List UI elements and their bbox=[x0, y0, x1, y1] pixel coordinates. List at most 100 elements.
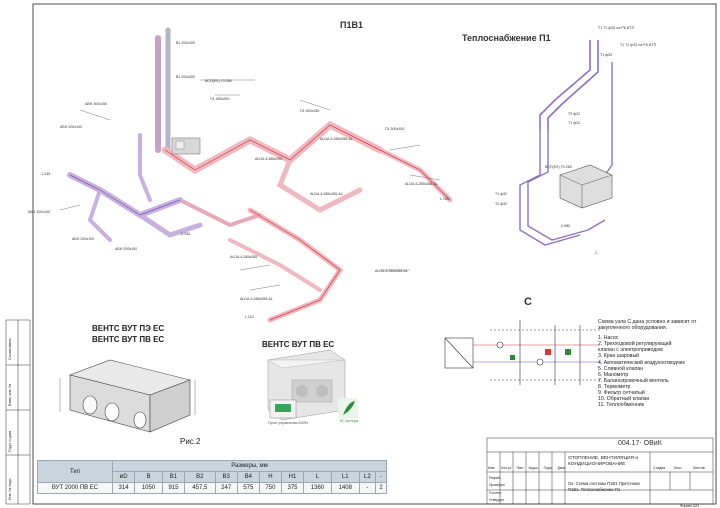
heat-supply-title: Теплоснабжение П1 bbox=[462, 33, 551, 43]
legend-item: 11. Теплообменник bbox=[598, 402, 644, 409]
supply-duct-branch-4 bbox=[228, 238, 322, 292]
svg-text:Т1 ф32: Т1 ф32 bbox=[600, 53, 612, 57]
eco-label: EC-моторы bbox=[340, 419, 359, 423]
stamp-col-sheet: Лист bbox=[674, 466, 682, 470]
stamp-role: Утвердил bbox=[489, 498, 505, 502]
svg-text:ALDA 4-285x285-AL: ALDA 4-285x285-AL bbox=[320, 137, 353, 141]
stamp-title-2: КОНДИЦИОНИРОВАНИЕ bbox=[568, 462, 626, 467]
legend-item: 7. Балансировочный вентиль bbox=[598, 377, 669, 384]
svg-text:АБН 200x100: АБН 200x100 bbox=[72, 237, 94, 241]
svg-text:ALDA 4-285x285-AL: ALDA 4-285x285-AL bbox=[240, 297, 273, 301]
stamp-role: Проверил bbox=[489, 483, 505, 487]
svg-text:-0,250: -0,250 bbox=[180, 232, 190, 236]
controller-icon bbox=[269, 399, 297, 419]
svg-text:Т1 ф32: Т1 ф32 bbox=[568, 121, 580, 125]
product-title-pe: ВЕНТС ВУТ ПЭ ЕС bbox=[92, 324, 165, 333]
svg-text:ALDA 4-285x285-AL: ALDA 4-285x285-AL bbox=[375, 269, 408, 273]
drawing-code: 004.17- ОВиК bbox=[618, 440, 662, 447]
table-cell: 915 bbox=[161, 482, 186, 494]
stamp-sheet-2: П1В1. Теплоснабжение П1 bbox=[568, 487, 621, 492]
pipe-t2 bbox=[547, 40, 599, 130]
stamp-col-label: Лист bbox=[516, 466, 524, 470]
legend-item: 1. Насос bbox=[598, 335, 619, 342]
stamp-col-stage: Стадия bbox=[653, 466, 666, 470]
svg-text:АВН 300x150: АВН 300x150 bbox=[85, 102, 107, 106]
svg-text:Т1 ф32: Т1 ф32 bbox=[495, 192, 507, 196]
svg-text:В1 200x300: В1 200x300 bbox=[176, 41, 195, 45]
supply-duct-branch-3 bbox=[247, 207, 344, 323]
legend-list: 1. Насос 2. Трехходовой регулирующий кла… bbox=[598, 335, 710, 408]
product-title-pv: ВЕНТС ВУТ ПВ ЕС bbox=[92, 335, 165, 344]
svg-text:L 110: L 110 bbox=[245, 315, 254, 319]
legend-item: клапан с электроприводом bbox=[598, 347, 663, 354]
table-cell: 750 bbox=[258, 482, 282, 494]
subheader-cell: L1 bbox=[330, 471, 360, 483]
stamp-role: Н.контр. bbox=[489, 491, 503, 495]
heat-exchanger-unit bbox=[559, 164, 613, 209]
supply-duct-branch-5 bbox=[178, 198, 262, 228]
svg-text:-0,980: -0,980 bbox=[560, 224, 570, 228]
subheader-cell: B3 bbox=[214, 471, 238, 483]
svg-text:ALDA 4-285x285: ALDA 4-285x285 bbox=[230, 255, 257, 259]
heat-top-note: Т1 Т2 ф32 на РК ИТП bbox=[598, 26, 635, 30]
exhaust-centerline bbox=[69, 174, 181, 216]
product-title-photo: ВЕНТС ВУТ ПВ ЕС bbox=[262, 340, 335, 349]
subheader-cell: L2 bbox=[358, 471, 377, 483]
sheet-frame bbox=[32, 3, 717, 505]
controller-caption: Пульт управления А9/R9 bbox=[268, 421, 309, 425]
supply-duct-branch-1 bbox=[377, 147, 453, 203]
stamp-col-label: Подп. bbox=[543, 466, 553, 470]
exhaust-duct-branch-1 bbox=[137, 212, 203, 238]
pipe-t1 bbox=[539, 40, 591, 130]
table-cell: 575 bbox=[236, 482, 260, 494]
legend-item: 9. Фильтр сетчатый bbox=[598, 390, 645, 397]
node-c-schematic bbox=[444, 320, 600, 385]
side-label: Инв. № подл. bbox=[8, 477, 12, 500]
table-cell: - bbox=[358, 482, 377, 494]
svg-text:L 150: L 150 bbox=[440, 197, 449, 201]
node-legend: Схема узла С дана условно и зависит от з… bbox=[598, 319, 710, 408]
eco-motor-badge bbox=[338, 398, 358, 418]
svg-text:П1 500x150: П1 500x150 bbox=[300, 109, 319, 113]
heat-labels: Т1 Т2 ф32 на РК ИТП Т1 ф32 Т2 ф32 Т1 ф32… bbox=[495, 43, 657, 255]
svg-text:ВСП(ЕЛ) 70-260: ВСП(ЕЛ) 70-260 bbox=[205, 79, 232, 83]
table-cell: 1408 bbox=[330, 482, 360, 494]
table-cell-type: ВУТ 2000 ПВ ЕС bbox=[37, 482, 113, 494]
pipe-right-riser bbox=[604, 62, 613, 176]
legend-item: 6. Манометр bbox=[598, 371, 629, 378]
table-cell: 457,5 bbox=[184, 482, 216, 494]
svg-text:В1 200x300: В1 200x300 bbox=[176, 75, 195, 79]
legend-item: 4. Автоматический воздухоотводчик bbox=[598, 359, 685, 366]
leader-lines bbox=[59, 79, 441, 291]
stamp-col-label: Изм. bbox=[488, 466, 496, 470]
svg-text:АБН 300x100: АБН 300x100 bbox=[28, 210, 50, 214]
side-label: Взам. инв. № bbox=[8, 383, 12, 406]
subheader-cell: L bbox=[303, 471, 332, 483]
side-strip-frame bbox=[5, 319, 31, 505]
subheader-cell: H1 bbox=[280, 471, 305, 483]
supply-duct-branch-2 bbox=[276, 157, 363, 213]
exhaust-duct-branch-2 bbox=[87, 188, 112, 242]
legend-item: 5. Сливной клапан bbox=[598, 365, 644, 372]
legend-item: 10. Обратный клапан bbox=[598, 396, 650, 403]
legend-header: Схема узла С дана условно и зависит от з… bbox=[598, 319, 697, 332]
exhaust-duct-branch-3 bbox=[138, 133, 152, 202]
stamp-col-sheets: Листов bbox=[693, 466, 705, 470]
subheader-cell: B bbox=[134, 471, 163, 483]
svg-text:ALDA 4-285x285-AL: ALDA 4-285x285-AL bbox=[405, 182, 438, 186]
legend-item: 2. Трехходовой регулирующий bbox=[598, 341, 672, 348]
svg-text:П1 500x150: П1 500x150 bbox=[385, 127, 404, 131]
side-label: Подп. и дата bbox=[8, 430, 12, 452]
subheader-cell: - bbox=[375, 471, 387, 483]
stamp-col-label: Дата bbox=[557, 466, 566, 470]
svg-text:ALDA 4-285x285-AL: ALDA 4-285x285-AL bbox=[310, 192, 343, 196]
subheader-cell: H bbox=[258, 471, 282, 483]
col-sizes-header: Размеры, мм bbox=[112, 460, 387, 472]
table-cell: 2 bbox=[375, 482, 387, 494]
supply-centerline-2 bbox=[249, 209, 341, 321]
table-cell: 247 bbox=[214, 482, 238, 494]
dimension-table: Тип Размеры, мм øD B B1 B2 B3 B4 H H1 L … bbox=[37, 460, 387, 494]
table-cell: 1360 bbox=[303, 482, 332, 494]
